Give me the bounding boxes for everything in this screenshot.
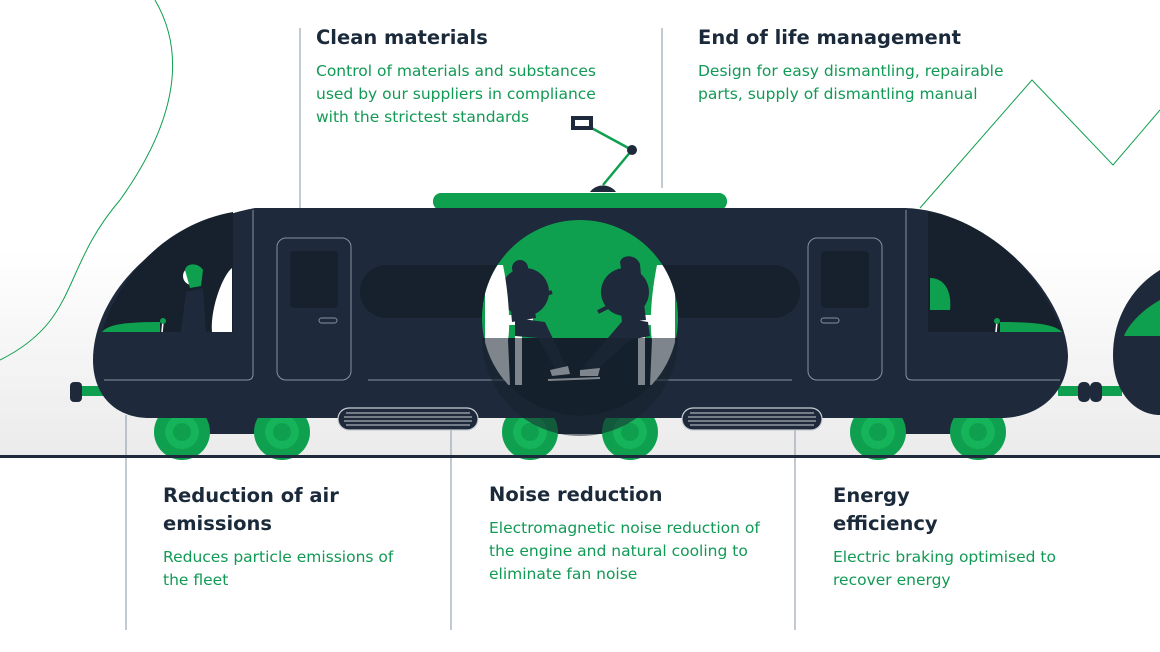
- interior-view: [482, 220, 678, 436]
- callout-description: Electromagnetic noise reduction of the e…: [489, 519, 760, 583]
- panel-line-front: [905, 210, 1060, 381]
- driver-rear: [160, 264, 232, 333]
- decorative-curve: [0, 0, 173, 361]
- next-car: [1113, 270, 1160, 415]
- cabin-window-front: [928, 212, 1062, 332]
- callout-end-of-life: End of life management Design for easy d…: [698, 24, 1008, 106]
- underfloor-vent-left: [337, 407, 479, 431]
- pantograph: [571, 116, 637, 192]
- rear-console: [102, 322, 160, 332]
- coupler-rear: [75, 386, 105, 396]
- next-car-window: [1124, 300, 1160, 336]
- callout-title: Energy efficiency: [833, 484, 938, 535]
- door-left: [276, 237, 352, 381]
- callout-noise-reduction: Noise reduction Electromagnetic noise re…: [489, 481, 764, 586]
- callout-energy-efficiency: Energy efficiency Electric braking optim…: [833, 482, 1056, 592]
- front-console: [1000, 322, 1062, 332]
- driver-front: [930, 278, 1000, 333]
- panel-line-rear: [104, 210, 254, 381]
- coupler-front-joint-b: [1090, 382, 1102, 402]
- callout-title: Reduction of air emissions: [163, 484, 339, 535]
- callout-description: Design for easy dismantling, repairable …: [698, 62, 1004, 103]
- callout-description: Reduces particle emissions of the fleet: [163, 548, 394, 589]
- callout-description: Electric braking optimised to recover en…: [833, 548, 1056, 589]
- callout-title: Noise reduction: [489, 483, 663, 506]
- callout-clean-materials: Clean materials Control of materials and…: [316, 24, 616, 129]
- callout-title: Clean materials: [316, 26, 488, 49]
- underfloor-vent-right: [681, 407, 823, 431]
- callout-title: End of life management: [698, 26, 961, 49]
- coupler-front-joint-a: [1078, 382, 1090, 402]
- callout-air-emissions: Reduction of air emissions Reduces parti…: [163, 482, 413, 592]
- door-right: [807, 237, 883, 381]
- coupler-rear-head: [70, 382, 82, 402]
- decorative-zigzag: [919, 79, 1160, 209]
- roof-unit: [433, 193, 727, 210]
- rail-track: [0, 455, 1160, 458]
- callout-description: Control of materials and substances used…: [316, 62, 596, 126]
